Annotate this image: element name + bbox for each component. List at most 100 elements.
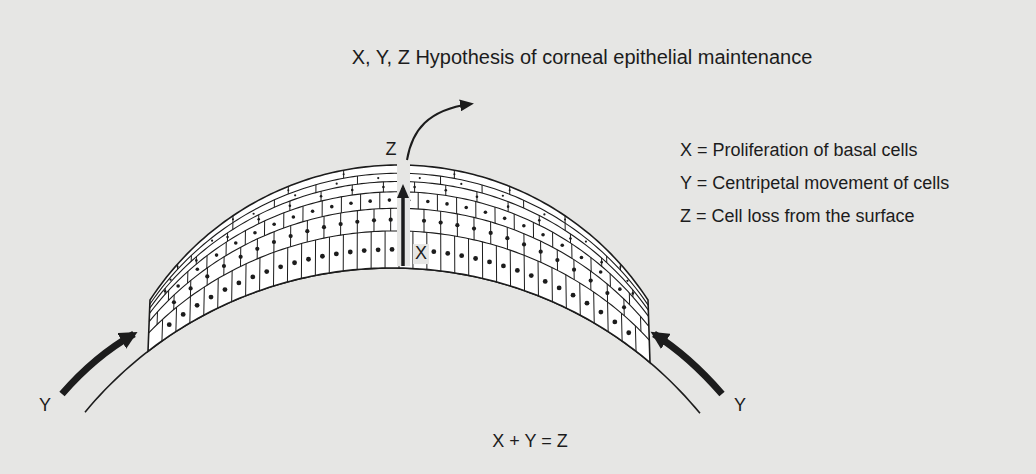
cell-wall <box>177 264 178 269</box>
cell-nucleus <box>459 253 464 258</box>
cell-nucleus <box>272 240 276 244</box>
cell-nucleus <box>167 322 172 327</box>
cell-nucleus <box>289 234 293 238</box>
cell-nucleus <box>320 195 323 198</box>
epithelium <box>85 165 700 413</box>
cell-nucleus <box>382 186 385 189</box>
cell-wall <box>274 200 275 207</box>
cell-nucleus <box>306 257 311 262</box>
cell-wall <box>175 307 177 331</box>
cell-wall <box>571 244 572 259</box>
cell-nucleus <box>618 287 622 291</box>
cell-nucleus <box>502 195 504 197</box>
cell-wall <box>283 213 284 228</box>
cell-nucleus <box>444 189 447 192</box>
key-entry: X = Proliferation of basal cells <box>680 141 918 161</box>
proliferation-arrow <box>401 188 405 266</box>
cell-nucleus <box>622 305 626 309</box>
cell-nucleus <box>522 242 526 246</box>
cell-wall <box>629 293 630 305</box>
key-entry: Y = Centripetal movement of cells <box>680 174 949 194</box>
cell-nucleus <box>585 241 587 243</box>
cell-wall <box>187 271 188 283</box>
cell-nucleus <box>445 202 449 206</box>
cell-nucleus <box>484 210 488 214</box>
cell-nucleus <box>253 213 255 215</box>
cell-nucleus <box>455 223 459 227</box>
cell-nucleus <box>612 319 617 324</box>
cell-nucleus <box>541 233 545 237</box>
cell-wall <box>440 234 441 271</box>
cell-wall <box>273 252 274 286</box>
cell-wall <box>379 192 380 208</box>
cell-wall <box>322 201 323 217</box>
cell-nucleus <box>439 220 443 224</box>
cell-wall <box>552 232 553 247</box>
equation: X + Y = Z <box>492 432 567 452</box>
cell-wall <box>245 264 246 296</box>
cell-nucleus <box>626 330 631 335</box>
cell-wall <box>315 240 316 275</box>
cell-nucleus <box>196 267 200 271</box>
cell-nucleus <box>164 290 167 293</box>
cell-nucleus <box>464 206 468 210</box>
cell-wall <box>593 292 595 323</box>
diagram-title: X, Y, Z Hypothesis of corneal epithelial… <box>352 46 813 68</box>
cell-wall <box>245 231 246 245</box>
cell-nucleus <box>619 266 621 268</box>
cell-nucleus <box>555 258 559 262</box>
cell-nucleus <box>236 281 241 286</box>
cell-nucleus <box>476 195 479 198</box>
cell-nucleus <box>294 194 296 196</box>
cell-wall <box>385 231 386 268</box>
cell-wall <box>621 313 623 341</box>
cell-wall <box>302 206 303 222</box>
cell-nucleus <box>473 256 478 261</box>
cell-wall <box>357 176 358 184</box>
cell-nucleus <box>222 264 226 268</box>
cell-wall <box>570 234 571 243</box>
cell-wall <box>523 200 524 208</box>
cell-nucleus <box>226 236 229 239</box>
cell-nucleus <box>176 284 180 288</box>
cell-nucleus <box>580 256 584 260</box>
cell-wall <box>475 202 476 218</box>
cell-wall <box>217 278 219 308</box>
arrow-letter: Z <box>386 140 397 160</box>
cell-nucleus <box>422 219 426 223</box>
cell-wall <box>640 316 641 331</box>
cell-wall <box>510 250 511 286</box>
cell-wall <box>565 223 566 230</box>
cell-wall <box>539 216 540 226</box>
cell-wall <box>288 186 289 194</box>
cell-wall <box>606 256 607 263</box>
cell-nucleus <box>389 218 393 222</box>
cell-wall <box>538 261 539 296</box>
cell-nucleus <box>253 231 257 235</box>
cell-wall <box>508 202 509 212</box>
cell-wall <box>514 214 515 230</box>
cell-nucleus <box>278 264 283 269</box>
cell-wall <box>620 264 621 270</box>
cell-wall <box>468 239 469 276</box>
cell-nucleus <box>503 217 507 221</box>
cell-nucleus <box>460 183 462 185</box>
cell-wall <box>454 170 455 178</box>
cell-wall <box>321 191 322 201</box>
cell-nucleus <box>336 183 338 185</box>
cell-nucleus <box>377 177 379 179</box>
cell-wall <box>232 223 233 230</box>
cell-wall <box>231 271 232 302</box>
cell-nucleus <box>334 251 339 256</box>
cell-nucleus <box>487 260 492 265</box>
cell-wall <box>440 176 441 184</box>
cell-nucleus <box>507 205 510 208</box>
cell-nucleus <box>320 254 325 259</box>
cell-wall <box>232 216 233 223</box>
cell-nucleus <box>571 293 576 298</box>
cell-nucleus <box>509 189 511 191</box>
cell-nucleus <box>351 189 354 192</box>
cell-nucleus <box>348 250 353 255</box>
